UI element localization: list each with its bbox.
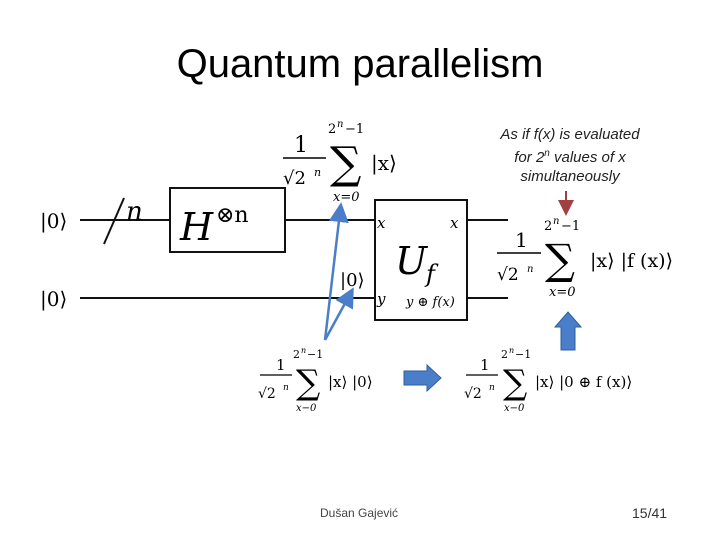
footer-author: Dušan Gajević [320, 506, 399, 520]
page-number: 15/41 [632, 505, 668, 521]
mid-state-ket: |0⟩ [340, 270, 365, 291]
oracle-gate [374, 199, 468, 321]
sum-upper-exp: n [337, 119, 343, 130]
oracle-output-x: x [450, 214, 459, 232]
note-line-3: simultaneously [520, 168, 620, 185]
sum-upper: 2 [328, 122, 336, 137]
svg-text:∑: ∑ [296, 363, 320, 403]
svg-text:x−0: x−0 [296, 403, 317, 414]
svg-text:1: 1 [515, 228, 528, 252]
sum-lower: x=0 [333, 190, 360, 205]
top-superposition-expr: 1 √2 n 2 n −1 ∑ x=0 |x⟩ [283, 119, 397, 205]
input-top-ket: |0⟩ [40, 209, 67, 234]
coef-denominator-exp: n [314, 166, 321, 179]
svg-text:n: n [553, 216, 559, 227]
svg-text:1: 1 [276, 356, 286, 374]
svg-text:√2: √2 [464, 386, 482, 402]
blue-arrow-to-mid-state [323, 287, 354, 341]
qubit-count-label: n [126, 197, 143, 227]
sum-upper-tail: −1 [345, 122, 364, 137]
svg-text:2: 2 [501, 348, 508, 361]
block-arrow-right [403, 363, 442, 393]
oracle-output-y: y ⊕ f(x) [405, 295, 455, 310]
svg-text:2: 2 [293, 348, 300, 361]
svg-text:n: n [527, 264, 533, 275]
svg-text:x=0: x=0 [549, 285, 576, 300]
note-line-1: As if f(x) is evaluated [500, 126, 640, 143]
svg-text:−1: −1 [561, 219, 580, 234]
svg-text:∑: ∑ [503, 363, 527, 403]
svg-text:n: n [489, 383, 495, 393]
bus-slash [103, 197, 125, 245]
bottom-right-ket: |x⟩ |0 ⊕ f (x)⟩ [535, 373, 632, 391]
blue-arrow-to-top-sum [323, 202, 349, 341]
slide-title: Quantum parallelism [176, 42, 544, 86]
note-line-2: for 2n values of x [514, 148, 626, 166]
top-ket: |x⟩ [371, 151, 397, 176]
oracle-input-x: x [377, 214, 386, 232]
coef-denominator: √2 [283, 168, 306, 189]
svg-text:−1: −1 [515, 348, 531, 361]
annotation-note: As if f(x) is evaluated for 2n values of… [470, 125, 670, 186]
svg-text:n: n [509, 346, 514, 355]
svg-text:n: n [301, 346, 306, 355]
block-arrow-up [553, 311, 583, 351]
bottom-left-ket: |x⟩ |0⟩ [328, 373, 373, 391]
bottom-left-expr: 1 √2 n 2 n −1 ∑ x−0 |x⟩ |0⟩ [258, 346, 373, 414]
svg-text:n: n [283, 383, 289, 393]
oracle-label: U [395, 239, 429, 283]
svg-text:√2: √2 [497, 265, 519, 285]
bottom-right-expr: 1 √2 n 2 n −1 ∑ x−0 |x⟩ |0 ⊕ f (x)⟩ [464, 346, 632, 414]
svg-text:x−0: x−0 [504, 403, 525, 414]
svg-text:√2: √2 [258, 386, 276, 402]
right-output-expr: 1 √2 n 2 n −1 ∑ x=0 |x⟩ |f (x)⟩ [497, 216, 673, 300]
hadamard-label: H [179, 205, 214, 249]
right-ket: |x⟩ |f (x)⟩ [590, 250, 673, 272]
hadamard-gate [169, 187, 286, 253]
svg-text:1: 1 [480, 356, 490, 374]
svg-text:−1: −1 [307, 348, 323, 361]
sigma-symbol: ∑ [330, 138, 361, 189]
tensor-power-label: ⊗n [216, 203, 249, 228]
oracle-input-y: y [376, 290, 386, 308]
svg-text:2: 2 [544, 219, 552, 234]
input-bottom-ket: |0⟩ [40, 287, 67, 312]
coef-numerator: 1 [294, 133, 308, 158]
svg-text:∑: ∑ [545, 235, 575, 284]
